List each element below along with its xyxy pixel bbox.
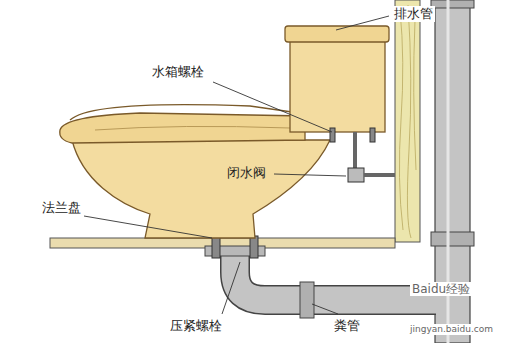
watermark: Baidu经验 [410,282,472,296]
part-label: 粪管 [332,318,362,334]
part-label: 水箱螺栓 [150,64,206,80]
watermark: jingyan.baidu.com [408,324,495,335]
part-label: 闭水阀 [225,165,268,181]
part-label: 法兰盘 [40,200,83,216]
part-label: 排水管 [392,6,435,22]
part-label: 压紧螺栓 [168,318,224,334]
